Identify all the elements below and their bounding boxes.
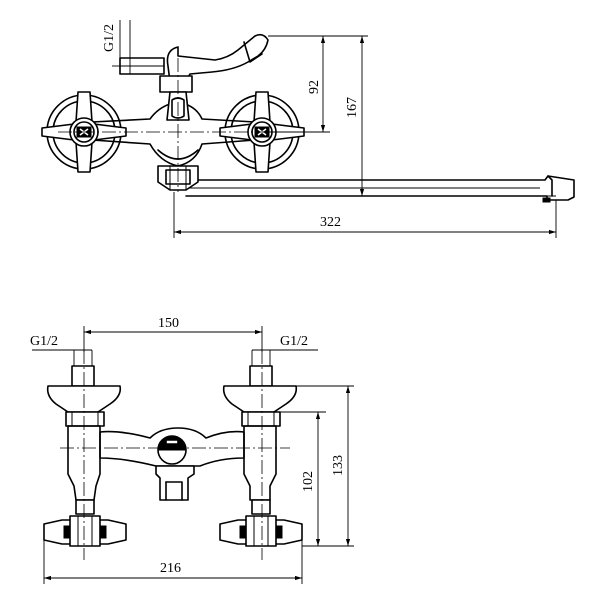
diverter-lever <box>119 33 269 121</box>
front-thread-label-left: G1/2 <box>30 334 58 349</box>
dim-total-width-label: 216 <box>160 561 181 576</box>
dim-total-height: 167 <box>330 35 556 197</box>
top-thread-label: G1/2 <box>102 24 117 52</box>
dim-handle-height-label: 92 <box>307 80 322 94</box>
dim-body-height: 102 <box>280 411 326 547</box>
right-inlet <box>219 365 303 547</box>
front-thread-callout-right: G1/2 <box>251 334 318 366</box>
dim-total-width: 216 <box>43 540 303 584</box>
dim-handle-height: 92 <box>262 35 330 133</box>
top-view: G1/2 92 167 322 <box>41 20 575 238</box>
dim-body-height-label: 102 <box>301 471 316 492</box>
front-thread-callout-left: G1/2 <box>30 334 93 366</box>
dim-spout-length-label: 322 <box>320 215 341 230</box>
front-body <box>99 427 245 501</box>
spout <box>185 175 575 203</box>
dim-inlet-spacing-label: 150 <box>158 316 179 331</box>
dim-spout-length: 322 <box>173 192 557 238</box>
dim-front-total-height-label: 133 <box>331 455 346 476</box>
dim-front-total-height: 133 <box>296 385 354 547</box>
front-view: G1/2 G1/2 150 102 133 <box>30 316 354 584</box>
dim-inlet-spacing: 150 <box>83 316 263 352</box>
left-inlet <box>43 365 127 547</box>
top-thread-callout: G1/2 <box>102 20 131 74</box>
front-thread-label-right: G1/2 <box>280 334 308 349</box>
dim-total-height-label: 167 <box>345 97 360 118</box>
